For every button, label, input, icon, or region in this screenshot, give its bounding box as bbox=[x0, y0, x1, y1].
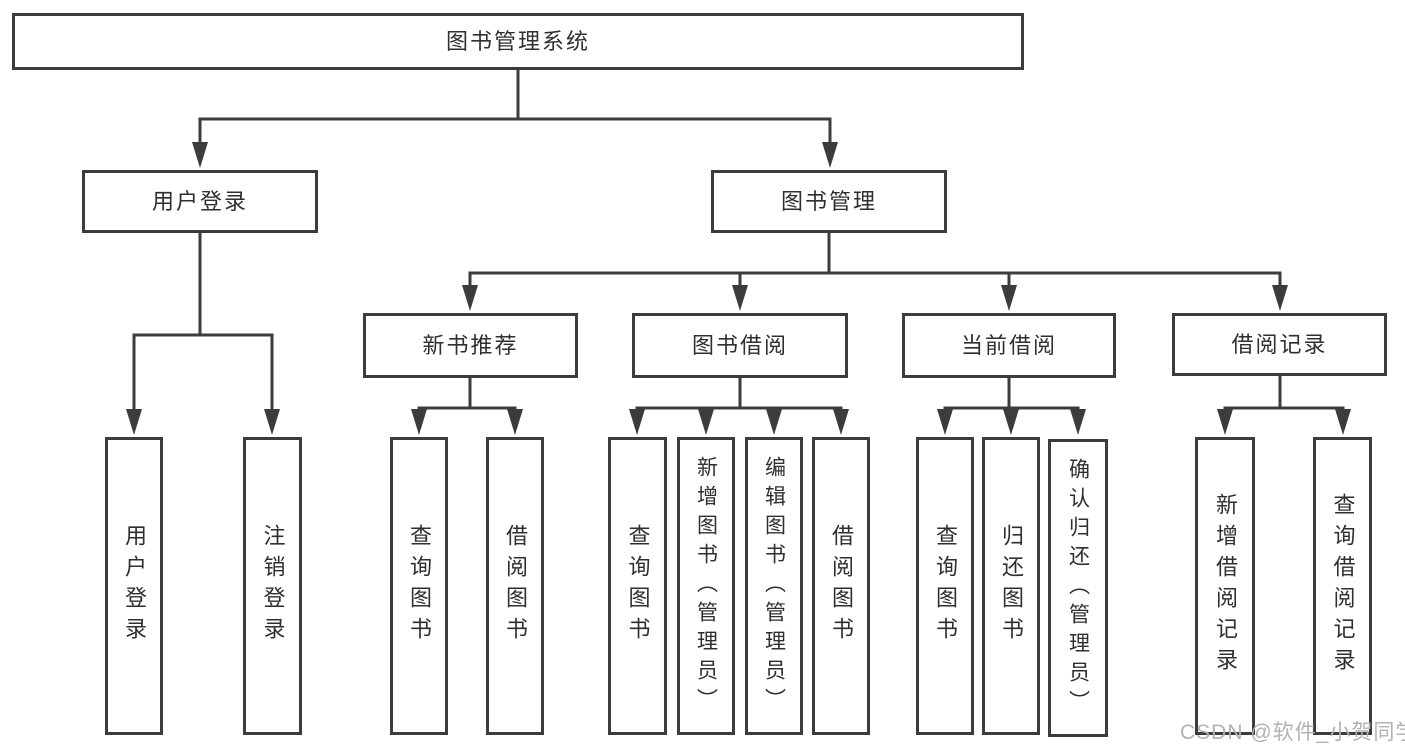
leaf-query-books-borrowing: 查询图书 bbox=[608, 437, 667, 735]
node-library-management-system: 图书管理系统 bbox=[12, 13, 1024, 70]
watermark: CSDN @软件_小贺同学 bbox=[1180, 721, 1405, 744]
node-new-book-recommend: 新书推荐 bbox=[363, 313, 578, 378]
node-borrow-records: 借阅记录 bbox=[1172, 313, 1387, 376]
connector-new-book-rec-children bbox=[411, 378, 523, 435]
leaf-confirm-return-admin: 确认归还（管理员） bbox=[1048, 439, 1108, 737]
leaf-edit-books-admin: 编辑图书（管理员） bbox=[745, 437, 803, 735]
leaf-borrow-books-recommend: 借阅图书 bbox=[486, 437, 544, 735]
leaf-add-books-admin: 新增图书（管理员） bbox=[677, 437, 735, 735]
connector-current-borrow-children bbox=[937, 378, 1086, 435]
node-book-borrowing: 图书借阅 bbox=[632, 313, 848, 378]
connector-book-mgmt-to-level3 bbox=[462, 233, 1288, 311]
node-book-management: 图书管理 bbox=[711, 170, 947, 233]
connector-user-login-children bbox=[126, 233, 280, 435]
connector-book-borrow-children bbox=[629, 378, 849, 435]
leaf-borrow-books-borrowing: 借阅图书 bbox=[812, 437, 870, 735]
connector-root-to-level2 bbox=[192, 70, 838, 168]
leaf-query-books-recommend: 查询图书 bbox=[390, 437, 448, 735]
node-current-borrowing: 当前借阅 bbox=[902, 313, 1116, 378]
leaf-query-books-current: 查询图书 bbox=[916, 437, 974, 735]
leaf-logout-login: 注销登录 bbox=[243, 437, 302, 735]
connector-borrow-records-children bbox=[1217, 376, 1351, 435]
leaf-user-login: 用户登录 bbox=[105, 437, 163, 735]
node-user-login: 用户登录 bbox=[82, 170, 318, 233]
leaf-query-borrow-record: 查询借阅记录 bbox=[1313, 437, 1372, 735]
leaf-add-borrow-record: 新增借阅记录 bbox=[1195, 437, 1255, 735]
leaf-return-books: 归还图书 bbox=[982, 437, 1040, 735]
